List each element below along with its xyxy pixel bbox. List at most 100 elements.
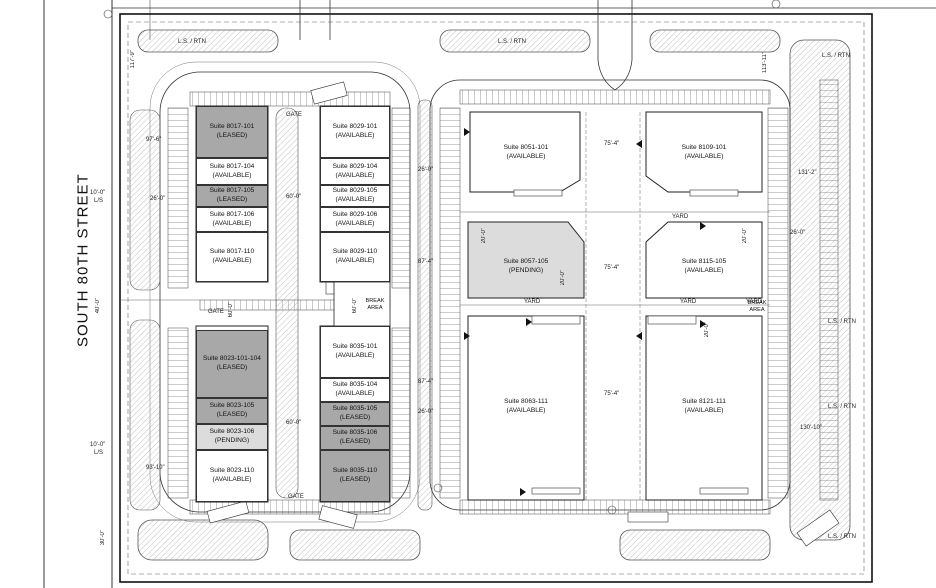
- dim-60-0-c: 60'-0": [286, 420, 302, 426]
- suite-status: (AVAILABLE): [684, 153, 724, 160]
- suite-8029-105[interactable]: Suite 8029-105 (AVAILABLE): [320, 185, 390, 207]
- suite-status: (LEASED): [339, 414, 371, 421]
- suite-status: (AVAILABLE): [212, 171, 252, 179]
- suite-8051-101[interactable]: Suite 8051-101 (AVAILABLE): [478, 138, 574, 168]
- dim-20-0-b: 20'-0": [560, 270, 566, 286]
- suite-name: Suite 8029-110: [332, 248, 378, 256]
- suite-8017-105[interactable]: Suite 8017-105 (LEASED): [196, 185, 268, 207]
- suite-status: (AVAILABLE): [335, 352, 375, 359]
- suite-name: Suite 8023-101-104: [203, 355, 261, 363]
- suite-8035-101[interactable]: Suite 8035-101 (AVAILABLE): [320, 326, 390, 378]
- suite-8023-110[interactable]: Suite 8023-110 (AVAILABLE): [196, 450, 268, 502]
- suite-status: (LEASED): [216, 364, 248, 371]
- suite-name: Suite 8017-101: [209, 123, 255, 131]
- dim-75-4-c: 75'-4": [604, 391, 620, 397]
- ls-rtn-label: L.S. / RTN: [828, 319, 856, 325]
- gate-label: GATE: [208, 309, 224, 315]
- dim-10-0: 10'-0": [90, 190, 106, 196]
- suite-name: Suite 8035-101: [332, 343, 378, 351]
- suite-name: Suite 8029-106: [332, 210, 378, 218]
- suite-name: Suite 8023-110: [209, 467, 255, 475]
- suite-8057-105[interactable]: Suite 8057-105 (PENDING): [476, 252, 576, 282]
- suite-8023-105[interactable]: Suite 8023-105 (LEASED): [196, 398, 268, 424]
- suite-status: (AVAILABLE): [335, 196, 375, 203]
- suite-status: (AVAILABLE): [335, 171, 375, 179]
- suite-8115-105[interactable]: Suite 8115-105 (AVAILABLE): [656, 252, 752, 282]
- suite-8029-101[interactable]: Suite 8029-101 (AVAILABLE): [320, 106, 390, 158]
- suite-8029-106[interactable]: Suite 8029-106 (AVAILABLE): [320, 207, 390, 232]
- dim-40-0: 40'-0": [95, 298, 101, 314]
- suite-8023-101-104[interactable]: Suite 8023-101-104 (LEASED): [196, 330, 268, 398]
- gate-label: GATE: [288, 494, 304, 500]
- dim-93-10: 93'-10": [146, 465, 165, 471]
- ls-rtn-label: L.S. / RTN: [498, 39, 526, 45]
- suite-name: Suite 8029-101: [332, 123, 378, 131]
- suite-8035-104[interactable]: Suite 8035-104 (AVAILABLE): [320, 378, 390, 402]
- yard-label: YARD: [680, 299, 697, 305]
- suite-status: (LEASED): [339, 476, 371, 483]
- suite-8017-101[interactable]: Suite 8017-101 (LEASED): [196, 106, 268, 158]
- ls-rtn-label: L.S. / RTN: [828, 404, 856, 410]
- dim-75-4-a: 75'-4": [604, 141, 620, 147]
- ls-rtn-label: L.S. / RTN: [178, 39, 206, 45]
- suite-name: Suite 8035-110: [332, 467, 378, 475]
- suite-status: (PENDING): [214, 437, 250, 444]
- suite-status: (AVAILABLE): [212, 476, 252, 483]
- ls-rtn-label: L.S. / RTN: [822, 53, 850, 59]
- suite-status: (LEASED): [339, 438, 371, 445]
- dim-75-4-b: 75'-4": [604, 265, 620, 271]
- suite-8109-101[interactable]: Suite 8109-101 (AVAILABLE): [656, 138, 752, 168]
- suite-8035-110[interactable]: Suite 8035-110 (LEASED): [320, 450, 390, 502]
- suite-8063-111[interactable]: Suite 8063-111 (AVAILABLE): [478, 392, 574, 422]
- dim-60-0-a: 60'-0": [286, 194, 302, 200]
- suite-name: Suite 8017-105: [209, 187, 255, 195]
- suite-name: Suite 8029-105: [332, 187, 378, 195]
- suite-name: Suite 8017-104: [209, 162, 255, 170]
- suite-8121-111[interactable]: Suite 8121-111 (AVAILABLE): [656, 392, 752, 422]
- dim-20-0-d: 20'-0": [704, 322, 710, 338]
- dim-26-0-b: 26'-0": [418, 167, 434, 173]
- suite-status: (AVAILABLE): [335, 132, 375, 139]
- suite-name: Suite 8029-104: [332, 162, 378, 170]
- suite-name: Suite 8115-105: [681, 258, 727, 266]
- suite-status: (LEASED): [216, 411, 248, 418]
- dim-130-10: 130'-10": [800, 425, 822, 431]
- suite-status: (AVAILABLE): [506, 153, 546, 160]
- yard-label: YARD: [746, 299, 763, 305]
- suite-status: (AVAILABLE): [335, 257, 375, 264]
- ls-label: L/S: [94, 198, 104, 204]
- dim-10-0-b: 10'-0": [90, 442, 106, 448]
- suite-name: Suite 8017-110: [209, 248, 255, 256]
- suite-name: Suite 8109-101: [681, 144, 727, 152]
- dim-60-0-b: 60'-0": [228, 302, 234, 318]
- dim-113-11: 113'-11": [762, 52, 768, 74]
- suite-name: Suite 8035-105: [332, 405, 378, 413]
- suite-8035-106[interactable]: Suite 8035-106 (LEASED): [320, 426, 390, 450]
- suite-8017-110[interactable]: Suite 8017-110 (AVAILABLE): [196, 232, 268, 282]
- suite-8035-105[interactable]: Suite 8035-105 (LEASED): [320, 402, 390, 426]
- suite-8017-106[interactable]: Suite 8017-106 (AVAILABLE): [196, 207, 268, 232]
- suite-8029-104[interactable]: Suite 8029-104 (AVAILABLE): [320, 158, 390, 185]
- suite-name: Suite 8121-111: [682, 398, 726, 406]
- suite-8017-104[interactable]: Suite 8017-104 (AVAILABLE): [196, 158, 268, 185]
- ls-rtn-label: L.S. / RTN: [828, 534, 856, 540]
- suite-8023-106[interactable]: Suite 8023-106 (PENDING): [196, 424, 268, 450]
- suite-status: (LEASED): [216, 132, 248, 139]
- dim-26-0-c: 26'-0": [418, 409, 434, 415]
- suite-name: Suite 8057-105: [503, 258, 549, 266]
- suite-status: (AVAILABLE): [212, 257, 252, 264]
- suite-8029-110[interactable]: Suite 8029-110 (AVAILABLE): [320, 232, 390, 282]
- dim-60-0-d: 60'-0": [352, 298, 358, 314]
- gate-label: GATE: [286, 112, 302, 118]
- suite-status: (AVAILABLE): [684, 267, 724, 274]
- suite-status: (AVAILABLE): [506, 407, 546, 414]
- dim-117-9: 117'-9": [130, 50, 136, 69]
- break-area-label: BREAK AREA: [365, 298, 385, 311]
- suite-status: (AVAILABLE): [212, 219, 252, 227]
- yard-label: YARD: [672, 214, 689, 220]
- suite-status: (AVAILABLE): [684, 407, 724, 414]
- dim-20-0-c: 20'-0": [742, 228, 748, 244]
- dim-26-0: 26'-0": [150, 196, 166, 202]
- suite-name: Suite 8051-101: [503, 144, 549, 152]
